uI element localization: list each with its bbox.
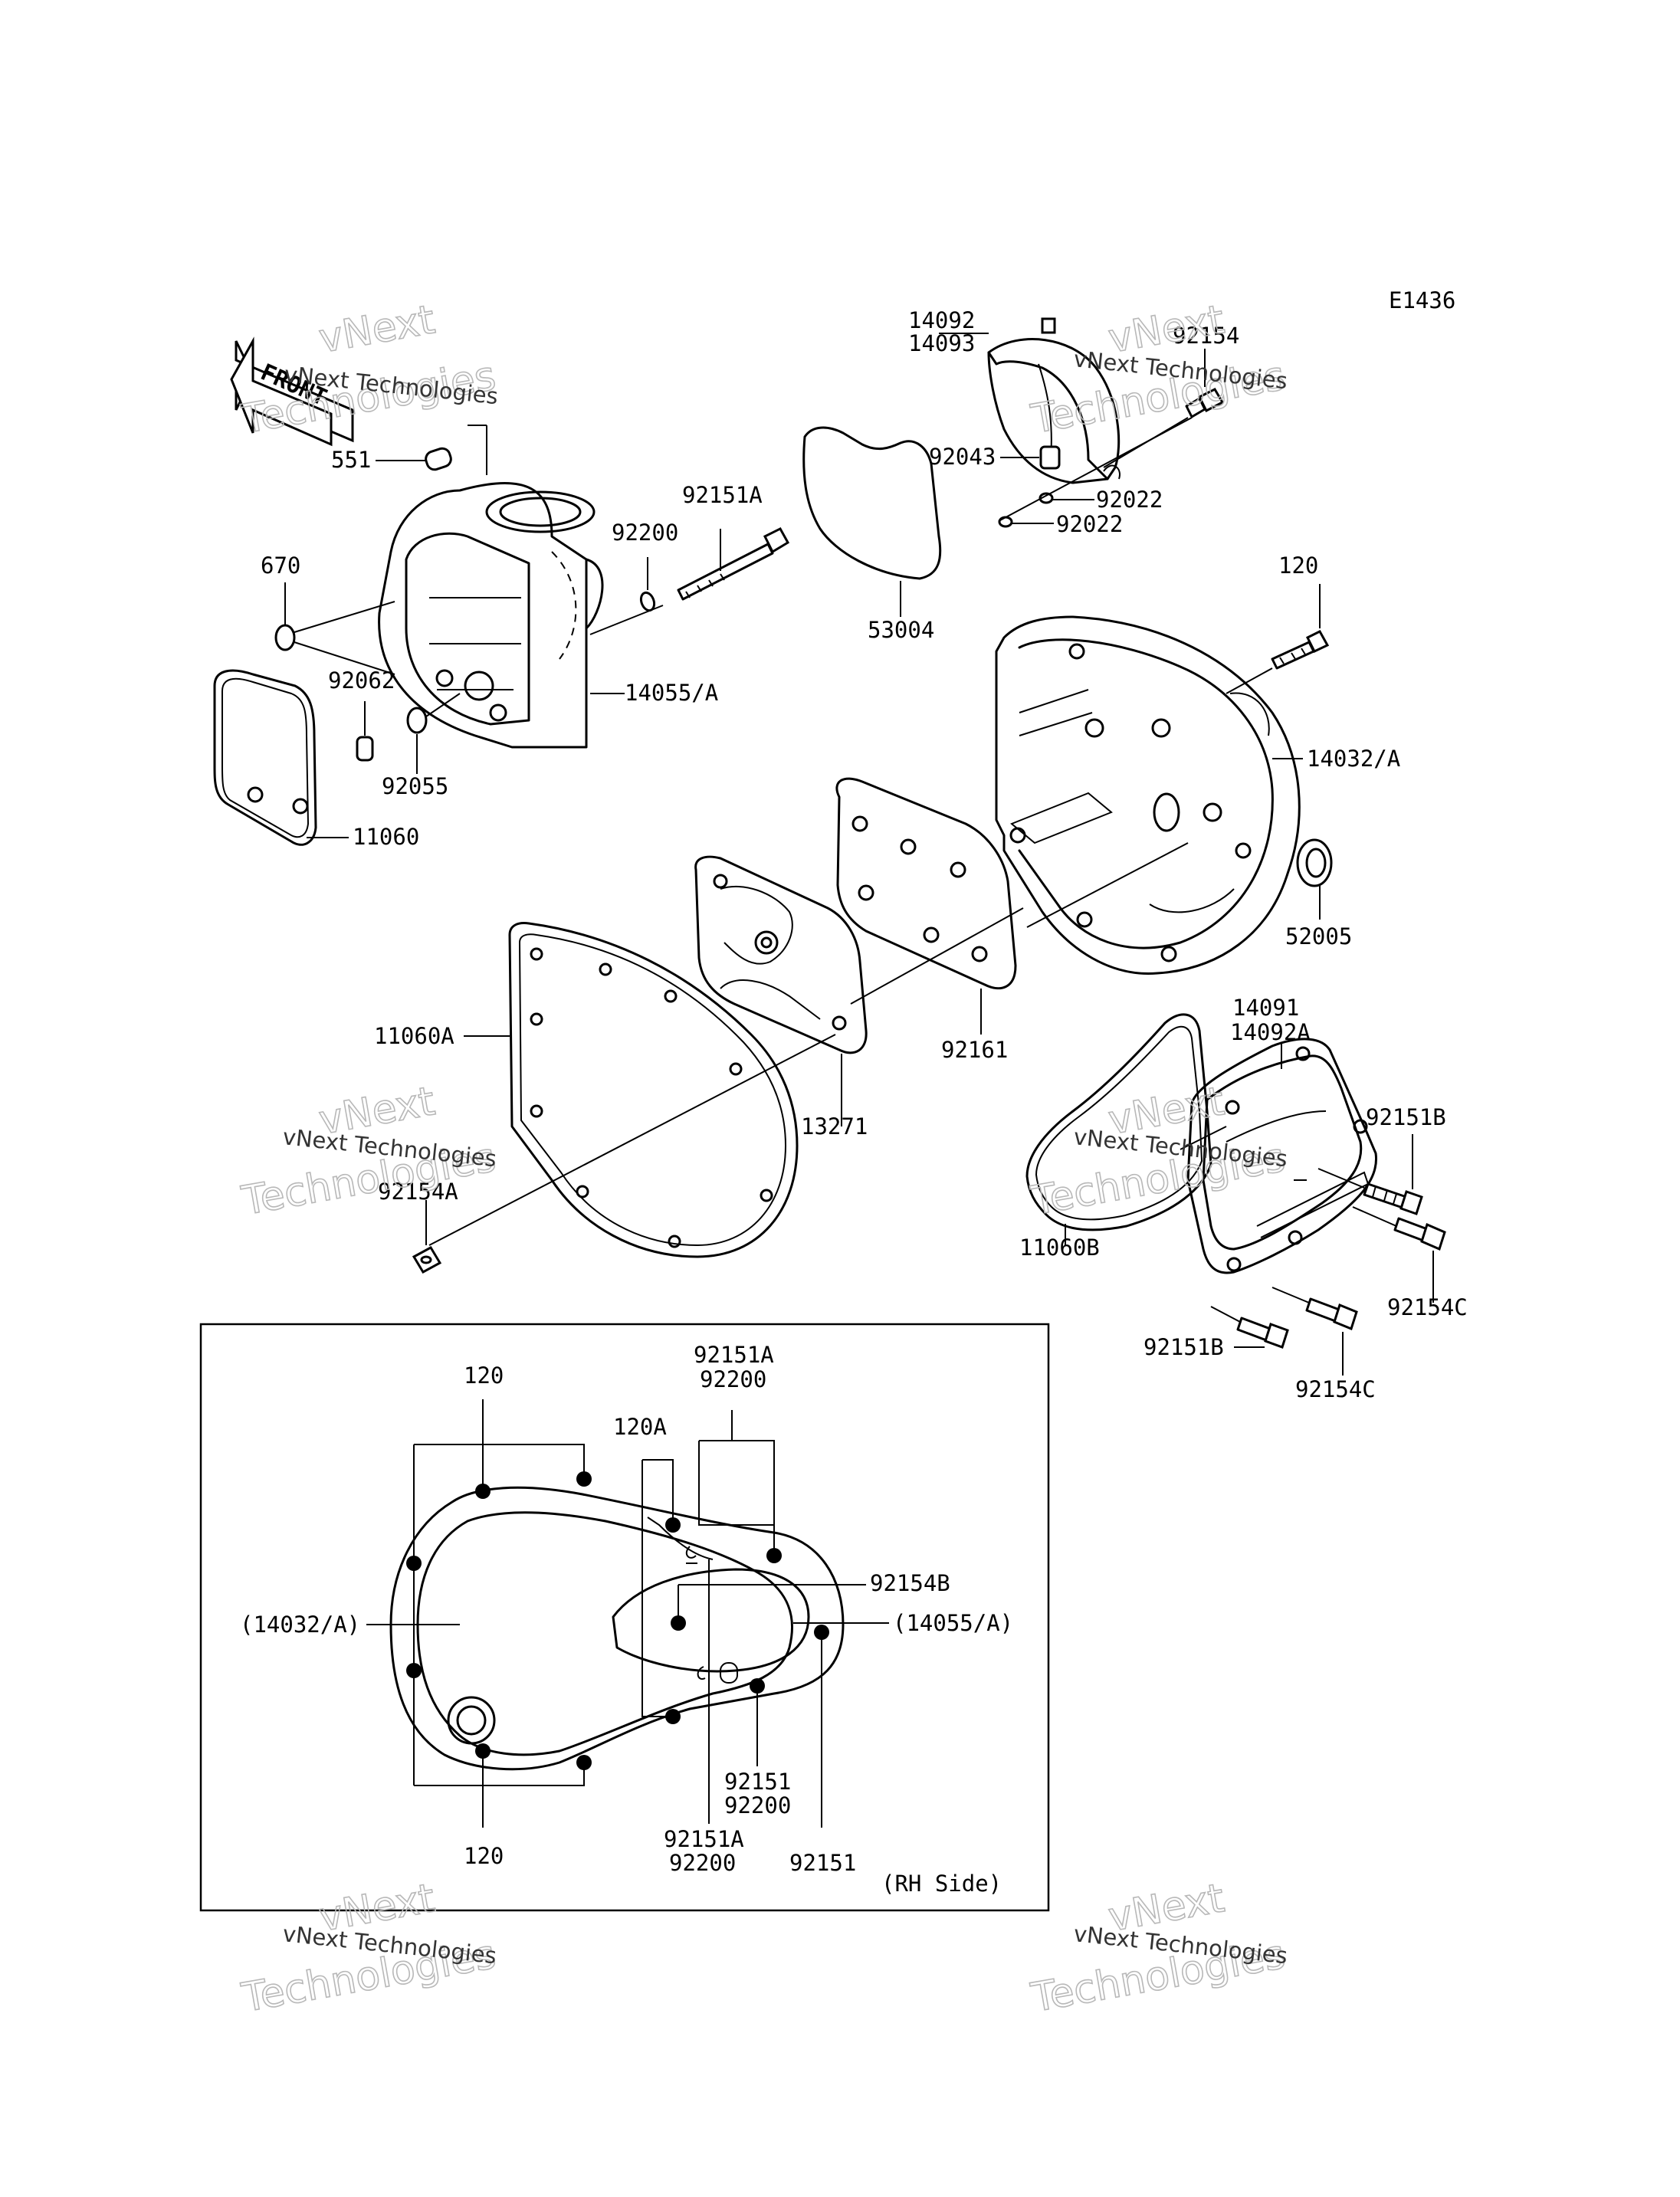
label-92154c-a: 92154C — [1387, 1294, 1468, 1320]
label-11060b: 11060B — [1019, 1235, 1100, 1261]
inset-rh-side: 120 92151A 92200 120A 92154B (14032/A) (… — [199, 1323, 1050, 1912]
part-92043-collar — [1000, 445, 1061, 470]
inset-label-92151-right: 92151 — [789, 1850, 856, 1876]
label-13271: 13271 — [801, 1113, 868, 1139]
label-11060a: 11060A — [374, 1023, 454, 1049]
part-92154c-bolt-b — [1271, 1287, 1358, 1376]
part-14032a-cover — [995, 615, 1303, 975]
label-92151b-b: 92151B — [1144, 1334, 1224, 1360]
part-92154c-bolt-a — [1352, 1206, 1446, 1303]
label-551: 551 — [331, 447, 371, 473]
label-92154: 92154 — [1173, 323, 1239, 349]
label-14092a: 14092A — [1230, 1019, 1311, 1045]
inset-label-92200-top: 92200 — [700, 1366, 766, 1392]
part-92151b-bolt-a — [1317, 1134, 1423, 1215]
part-14092-cover — [939, 317, 1121, 484]
label-92062: 92062 — [328, 667, 395, 694]
inset-label-92151a-bottom: 92151A — [664, 1826, 744, 1852]
part-11060a-gasket — [428, 907, 1024, 1258]
label-53004: 53004 — [868, 617, 934, 643]
label-670: 670 — [261, 553, 300, 579]
part-120-bolt — [1226, 584, 1330, 694]
label-92055: 92055 — [382, 773, 448, 799]
label-52005: 52005 — [1285, 923, 1352, 949]
part-92151a-bolt — [677, 527, 790, 601]
label-92043: 92043 — [929, 444, 996, 470]
part-92200-washer — [639, 557, 656, 612]
label-11060: 11060 — [353, 824, 419, 850]
label-92154a: 92154A — [378, 1179, 458, 1205]
part-11060-gasket — [213, 669, 349, 846]
part-14091-cover — [1180, 1038, 1378, 1274]
inset-label-92151a-top: 92151A — [694, 1342, 774, 1368]
watermark-bottom-right: vNext Technologies vNext Technologies — [1027, 1875, 1289, 2022]
inset-caption: (RH Side) — [881, 1871, 1002, 1897]
part-551-dowel — [376, 447, 452, 471]
label-14032a: 14032/A — [1307, 746, 1400, 772]
label-92022-a: 92022 — [1096, 487, 1163, 513]
label-14093: 14093 — [908, 330, 975, 356]
label-92151a: 92151A — [682, 482, 763, 508]
part-52005-seal — [1296, 838, 1333, 920]
diagram-code: E1436 — [1389, 287, 1455, 313]
label-92151b-a: 92151B — [1366, 1104, 1446, 1130]
inset-label-92151: 92151 — [724, 1769, 791, 1795]
part-11060b-gasket — [1025, 1013, 1212, 1245]
part-92154a-bolt — [412, 1200, 442, 1274]
part-14055a-cover — [378, 425, 604, 749]
part-92022-washer-b — [998, 516, 1054, 528]
part-92161-plate — [835, 777, 1017, 1035]
part-92151b-bolt-b — [1210, 1306, 1289, 1349]
inset-label-92154b: 92154B — [870, 1570, 950, 1596]
part-92055-oring — [406, 693, 461, 774]
inset-label-92200-bottom: 92200 — [669, 1850, 736, 1876]
label-14091: 14091 — [1232, 995, 1299, 1021]
inset-label-92200: 92200 — [724, 1792, 791, 1818]
svg-text:vNext: vNext — [316, 297, 438, 362]
watermark-middle-left: vNext Technologies vNext Technologies — [238, 1078, 500, 1225]
inset-label-120a: 120A — [613, 1414, 667, 1440]
part-53004-gasket — [802, 426, 942, 617]
label-14055a: 14055/A — [625, 680, 718, 706]
part-92062-dowel — [356, 701, 374, 762]
watermark-middle-right: vNext Technologies vNext Technologies — [1027, 1078, 1289, 1225]
watermark-bottom-left: vNext Technologies vNext Technologies — [238, 1875, 500, 2022]
label-92154c-b: 92154C — [1295, 1376, 1376, 1402]
inset-label-120-top: 120 — [464, 1362, 504, 1389]
part-13271-plate — [694, 855, 868, 1126]
label-92161: 92161 — [941, 1037, 1008, 1063]
inset-label-14032a: (14032/A) — [240, 1612, 360, 1638]
label-14092: 14092 — [908, 307, 975, 333]
label-92200: 92200 — [612, 520, 678, 546]
inset-label-120-bottom: 120 — [464, 1843, 504, 1869]
part-670-oring — [274, 582, 395, 675]
label-120: 120 — [1278, 553, 1318, 579]
inset-label-14055a: (14055/A) — [893, 1610, 1013, 1636]
label-92022-b: 92022 — [1056, 511, 1123, 537]
watermark-top-right: vNext Technologies vNext Technologies — [1027, 297, 1289, 444]
